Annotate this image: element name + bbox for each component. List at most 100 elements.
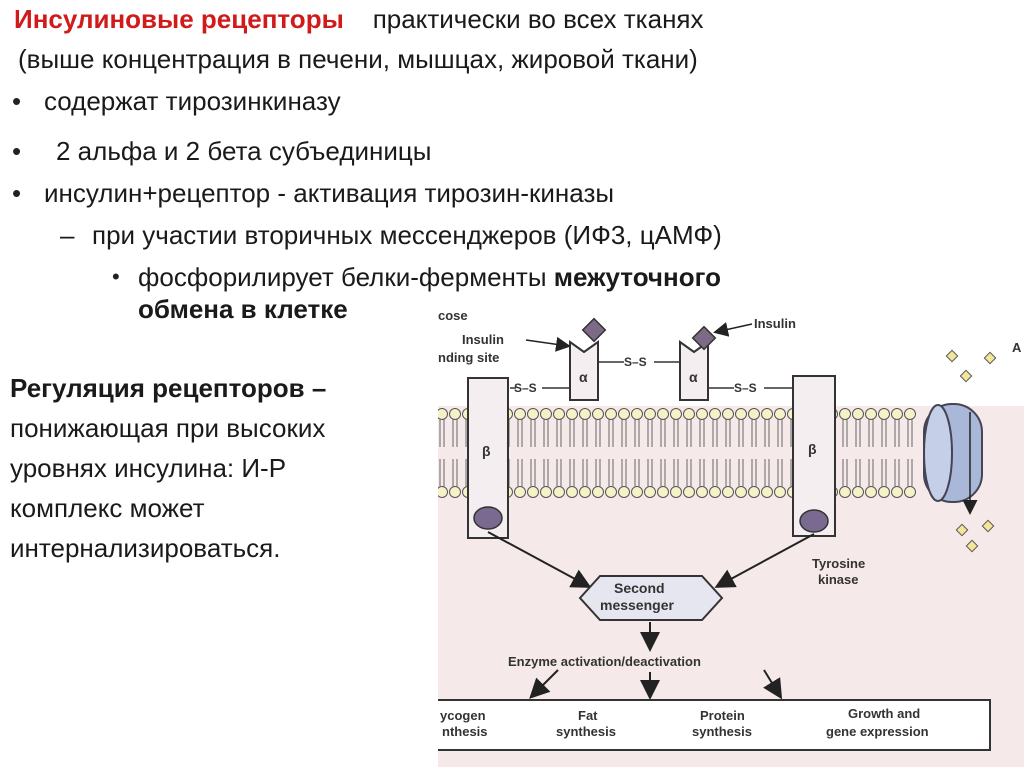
lipid-head: [683, 486, 695, 498]
lipid-head: [761, 408, 773, 420]
alpha-label-left: α: [579, 369, 588, 385]
lipid-head: [670, 486, 682, 498]
lipid-head: [670, 408, 682, 420]
lipid-head: [449, 408, 461, 420]
slide-title: Инсулиновые рецепторы: [14, 4, 344, 34]
outcomes-box: [438, 699, 991, 751]
disulfide-bond: S–S: [514, 381, 537, 395]
lipid-head: [579, 486, 591, 498]
subtitle: (выше концентрация в печени, мышцах, жир…: [18, 44, 698, 74]
lipid-head: [904, 486, 916, 498]
bullet-marker: •: [12, 86, 22, 116]
title-line: Инсулиновые рецепторы практически во все…: [14, 4, 704, 34]
second-messenger-node: [578, 575, 724, 621]
lipid-head: [852, 486, 864, 498]
lipid-head: [605, 486, 617, 498]
bullet-3: инсулин+рецептор - активация тирозин-кин…: [44, 178, 615, 208]
lipid-head: [748, 408, 760, 420]
lipid-head: [696, 486, 708, 498]
kinase-label: kinase: [818, 572, 858, 587]
alpha-subunit-right: [679, 340, 709, 401]
lipid-head: [657, 486, 669, 498]
alpha-label-right: α: [689, 369, 698, 385]
regulation-line-2: уровнях инсулина: И-Р: [10, 453, 287, 483]
sub-bullet-dash: –: [60, 220, 75, 250]
protein-label-1: Protein: [700, 708, 745, 723]
glycogen-label-1: ycogen: [440, 708, 486, 723]
messenger-label: messenger: [600, 597, 674, 613]
lipid-head: [631, 486, 643, 498]
lipid-head: [644, 408, 656, 420]
insulin-receptor-diagram: β β α α S–S S–S S–S cose Ins: [438, 296, 1024, 767]
glycogen-label-2: nthesis: [442, 724, 488, 739]
lipid-head: [553, 486, 565, 498]
lipid-head: [683, 408, 695, 420]
sub-sub-bullet: фосфорилирует белки-ферменты межуточного: [138, 262, 721, 292]
insulin-label-right: Insulin: [754, 316, 796, 331]
lipid-head: [839, 408, 851, 420]
insulin-molecule-bound: [691, 325, 717, 351]
lipid-head: [527, 408, 539, 420]
sub-sub-bullet-normal: фосфорилирует белки-ферменты: [138, 262, 547, 292]
lipid-head: [735, 486, 747, 498]
beta-label-right: β: [808, 441, 817, 457]
lipid-head: [605, 408, 617, 420]
lipid-head: [631, 408, 643, 420]
lipid-head: [696, 408, 708, 420]
glucose-label: cose: [438, 308, 468, 323]
lipid-head: [865, 486, 877, 498]
lipid-head: [891, 486, 903, 498]
lipid-head: [774, 486, 786, 498]
alpha-subunit-left: [569, 340, 599, 401]
regulation-heading-line: Регуляция рецепторов –: [10, 368, 326, 408]
lipid-head: [878, 486, 890, 498]
lipid-head: [514, 408, 526, 420]
sub-sub-bullet-bold: межуточного: [553, 262, 721, 292]
regulation-line-1: понижающая при высоких: [10, 413, 326, 443]
lipid-head: [761, 486, 773, 498]
lipid-head: [891, 408, 903, 420]
lipid-head: [644, 486, 656, 498]
lipid-head: [852, 408, 864, 420]
lipid-head: [722, 486, 734, 498]
tyrosine-label: Tyrosine: [812, 556, 865, 571]
regulation-heading: Регуляция рецепторов: [10, 373, 305, 403]
fat-label-1: Fat: [578, 708, 598, 723]
lipid-head: [722, 408, 734, 420]
bullet-1: содержат тирозинкиназу: [44, 86, 341, 116]
insulin-molecule-left: [581, 317, 607, 343]
regulation-line-3: комплекс может: [10, 493, 205, 523]
regulation-dash: –: [304, 373, 327, 403]
fat-label-2: synthesis: [556, 724, 616, 739]
a-label: A: [1012, 340, 1022, 355]
beta-label-left: β: [482, 443, 491, 459]
sub-bullet: при участии вторичных мессенджеров (ИФ3,…: [92, 220, 722, 250]
enzyme-label: Enzyme activation/deactivation: [508, 654, 701, 669]
lipid-head: [527, 486, 539, 498]
second-label: Second: [614, 580, 665, 596]
glucose-molecules: [945, 349, 997, 553]
binding-site-label: nding site: [438, 350, 499, 365]
bullet-marker: •: [12, 178, 22, 208]
lipid-head: [839, 486, 851, 498]
lipid-head: [878, 408, 890, 420]
regulation-line-4: интернализироваться.: [10, 533, 281, 563]
lipid-head: [657, 408, 669, 420]
lipid-head: [592, 486, 604, 498]
lipid-head: [566, 408, 578, 420]
lipid-head: [735, 408, 747, 420]
lipid-head: [709, 408, 721, 420]
lipid-head: [438, 408, 448, 420]
bullet-2: 2 альфа и 2 бета субъединицы: [56, 136, 432, 166]
sub-sub-bullet-bold-2: обмена в клетке: [138, 294, 348, 324]
title-rest: практически во всех тканях: [372, 4, 704, 34]
growth-label-2: gene expression: [826, 724, 929, 739]
lipid-head: [904, 408, 916, 420]
lipid-head: [592, 408, 604, 420]
bullet-marker: •: [112, 264, 120, 289]
lipid-head: [618, 408, 630, 420]
protein-label-2: synthesis: [692, 724, 752, 739]
lipid-head: [709, 486, 721, 498]
lipid-head: [579, 408, 591, 420]
